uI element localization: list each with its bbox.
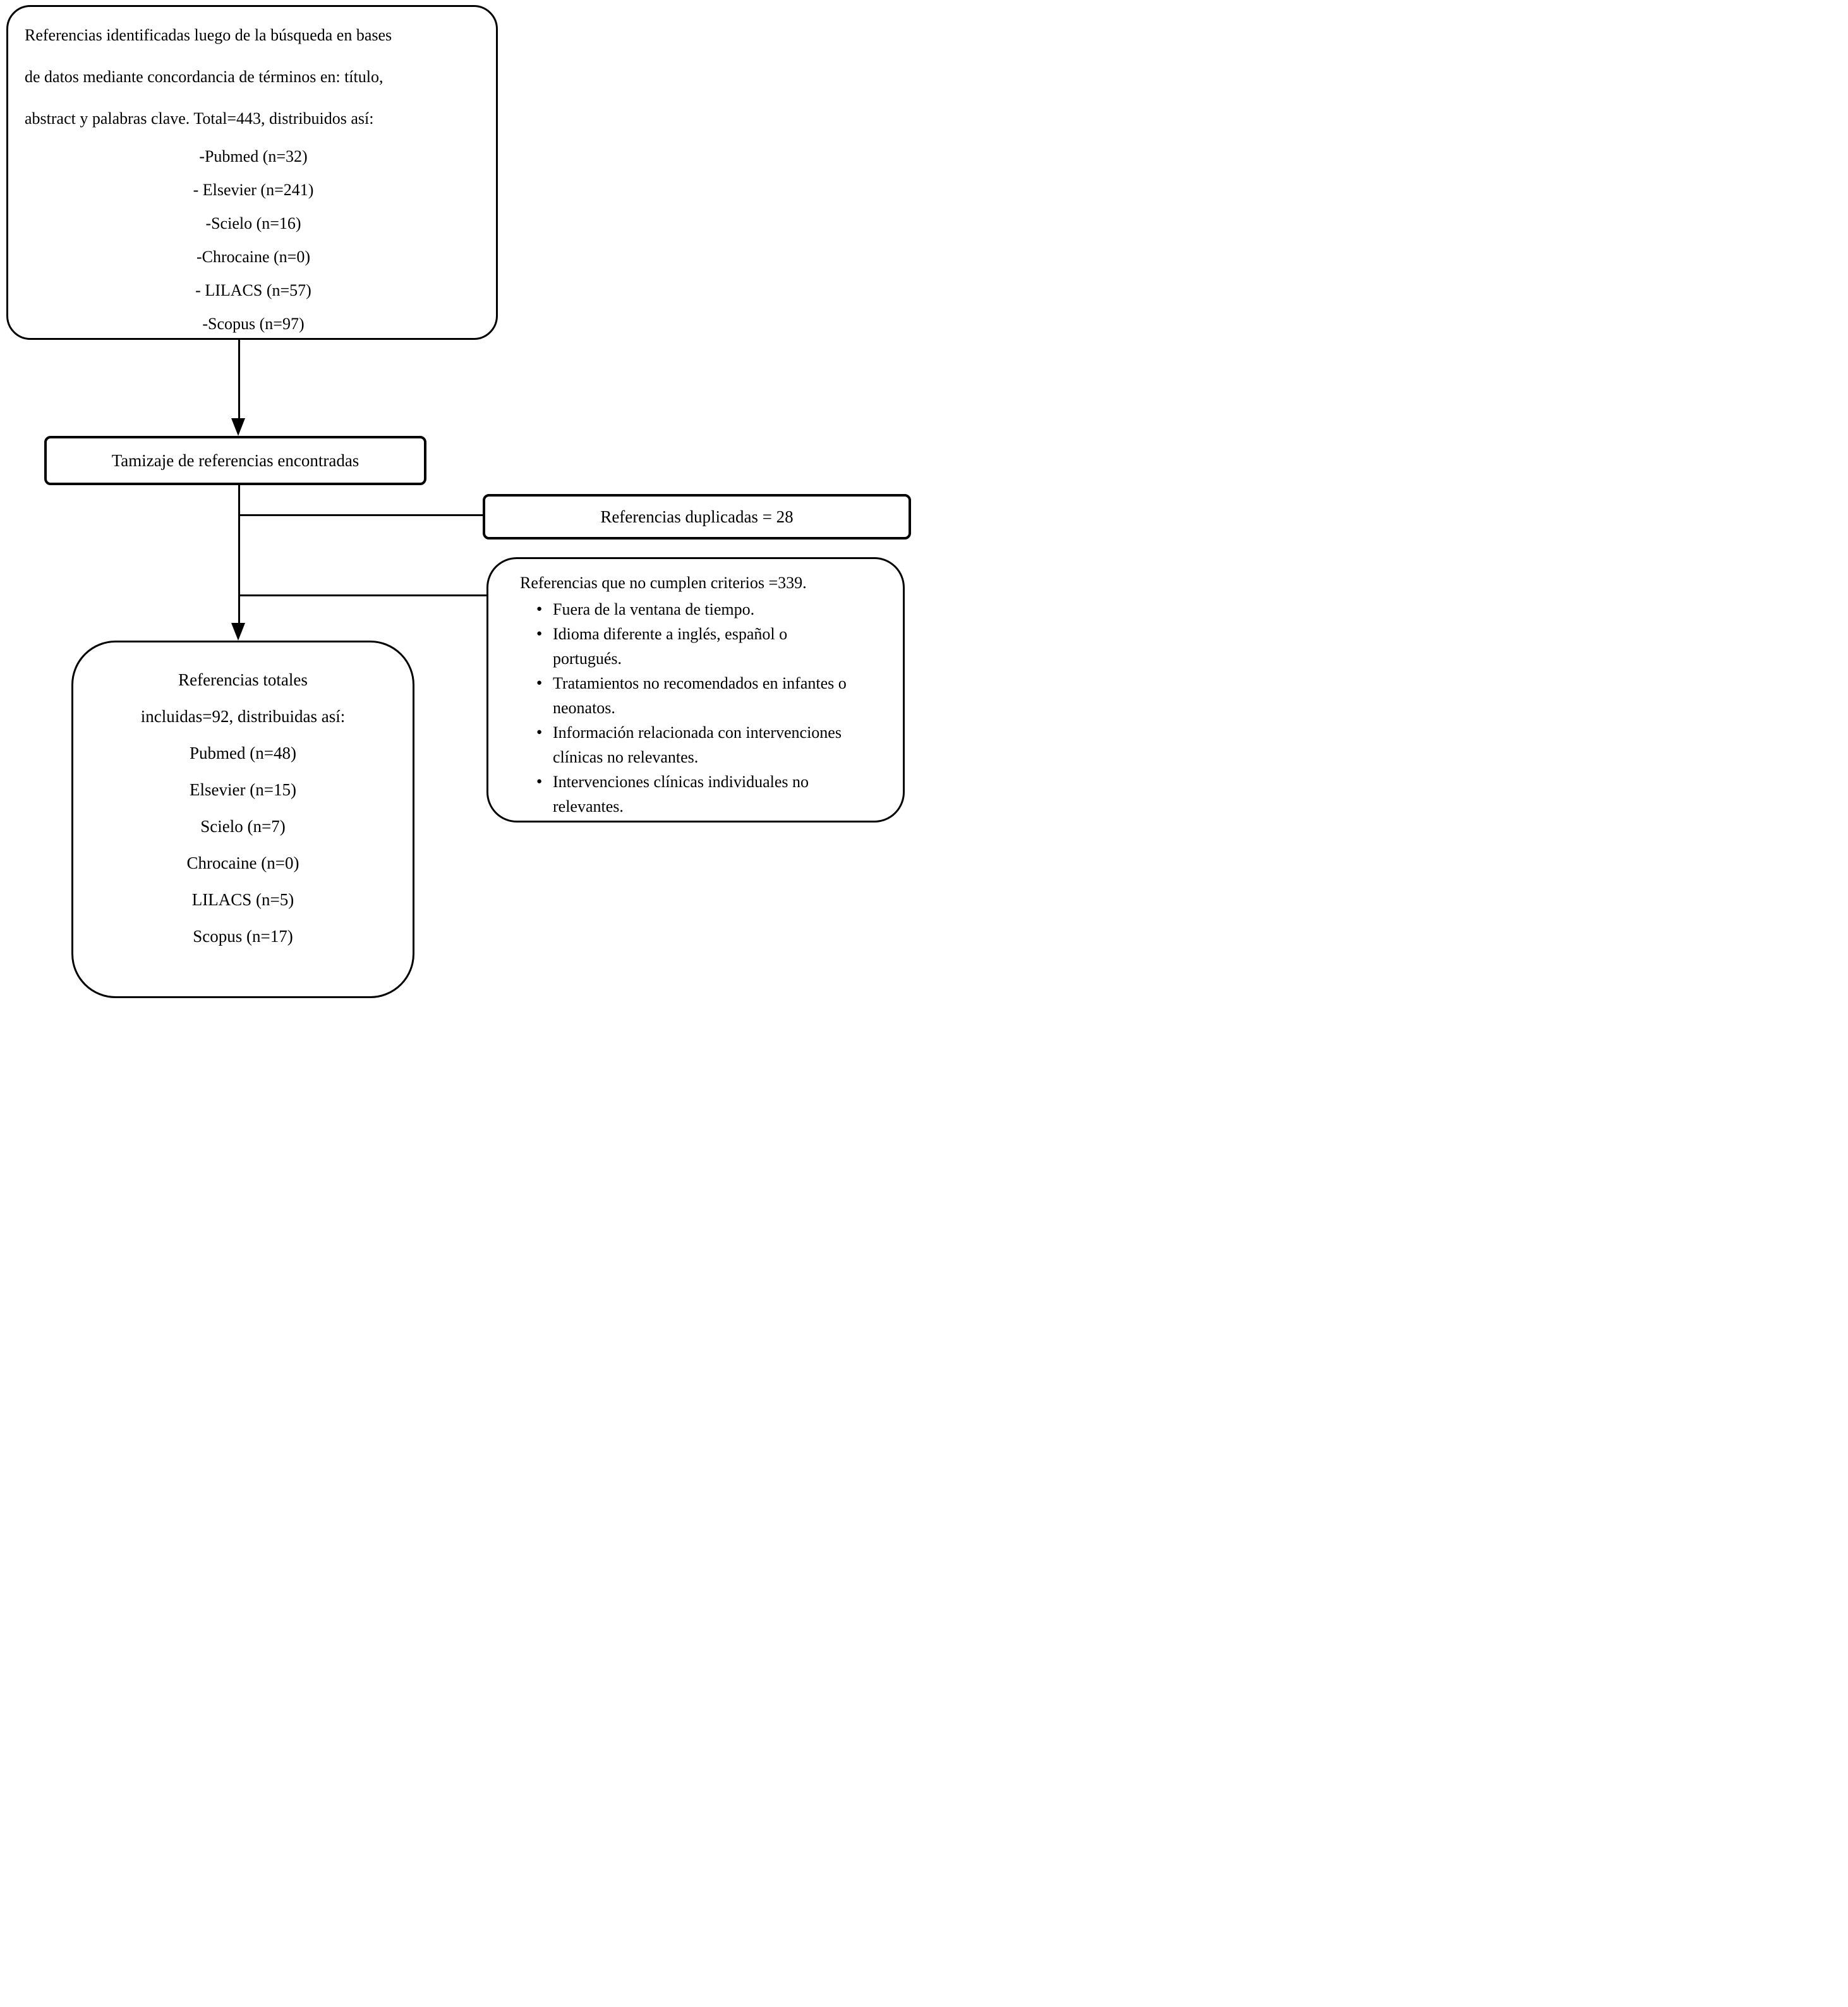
identified-text-line-2: de datos mediante concordancia de términ… [25,68,383,86]
bullet-icon: ● [536,776,543,787]
excluded-title: Referencias que no cumplen criterios =33… [520,574,807,592]
identified-references-box: Referencias identificadas luego de la bú… [6,5,498,340]
excluded-bullet-item: ● Intervenciones clínicas individuales n… [520,769,894,819]
db-count-scielo: -Scielo (n=16) [205,214,301,232]
bullet-icon: ● [536,727,543,737]
excluded-bullet-item: ● Tratamientos no recomendados en infant… [520,671,894,720]
included-line-subtitle: incluidas=92, distribuidas así: [140,707,346,726]
db-count-chrocaine: -Chrocaine (n=0) [196,248,310,266]
excluded-bullet-item: ● Fuera de la ventana de tiempo. [520,597,894,622]
db-count-pubmed: -Pubmed (n=32) [199,147,308,166]
connector-line-screening-to-included [238,485,240,624]
connector-line-identified-to-screening [238,340,240,419]
bullet-icon: ● [536,604,543,614]
excluded-bullet-text-1: Fuera de la ventana de tiempo. [553,600,755,618]
screening-box: Tamizaje de referencias encontradas [44,436,426,485]
db-count-elsevier: - Elsevier (n=241) [193,181,314,199]
excluded-bullet-text-3: Tratamientos no recomendados en infantes… [553,674,847,717]
excluded-bullet-text-4: Información relacionada con intervencion… [553,723,842,766]
excluded-bullet-item: ● Idioma diferente a inglés, español o p… [520,622,894,671]
duplicates-box: Referencias duplicadas = 28 [483,494,911,539]
connector-line-to-duplicates [238,514,483,516]
duplicates-label: Referencias duplicadas = 28 [600,507,794,526]
bullet-icon: ● [536,629,543,639]
included-count-elsevier: Elsevier (n=15) [190,780,296,799]
excluded-criteria-box: Referencias que no cumplen criterios =33… [486,557,905,823]
excluded-bullet-text-5: Intervenciones clínicas individuales no … [553,773,809,816]
arrowhead-to-included-icon [231,623,245,641]
identified-text-line-3: abstract y palabras clave. Total=443, di… [25,109,374,128]
screening-label: Tamizaje de referencias encontradas [111,450,359,470]
included-line-title: Referencias totales [178,670,308,689]
bullet-icon: ● [536,678,543,688]
included-count-pubmed: Pubmed (n=48) [190,744,296,762]
db-count-scopus: -Scopus (n=97) [202,315,305,333]
included-count-lilacs: LILACS (n=5) [191,890,294,909]
excluded-bullet-item: ● Información relacionada con intervenci… [520,720,894,769]
connector-line-to-excluded [238,594,486,596]
identified-text-line-1: Referencias identificadas luego de la bú… [25,26,392,44]
db-count-lilacs: - LILACS (n=57) [195,281,311,299]
excluded-bullet-text-2: Idioma diferente a inglés, español o por… [553,625,788,668]
included-count-scopus: Scopus (n=17) [193,927,293,946]
arrowhead-to-screening-icon [231,418,245,436]
included-references-box: Referencias totales incluidas=92, distri… [71,641,414,998]
included-count-scielo: Scielo (n=7) [200,817,286,836]
prisma-flow-diagram: Referencias identificadas luego de la bú… [0,0,924,1003]
included-count-chrocaine: Chrocaine (n=0) [186,853,299,872]
